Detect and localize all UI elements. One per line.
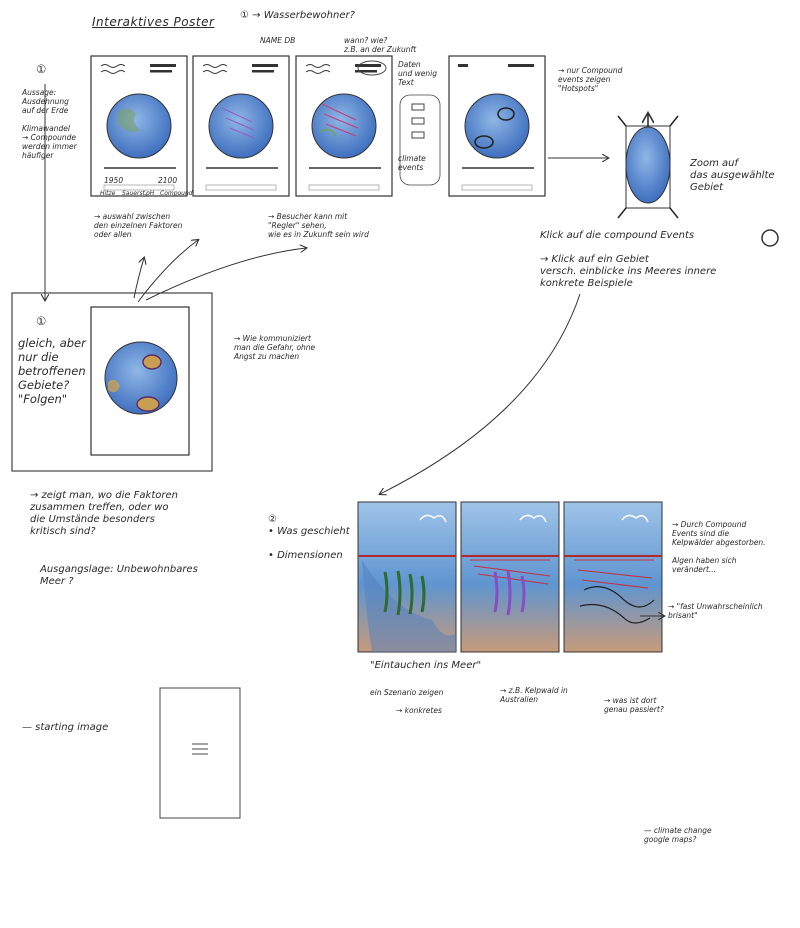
connector-arrows [45, 84, 664, 616]
compound-event-circle [761, 229, 779, 247]
poster-3 [295, 55, 393, 197]
regler-top-note: wann? wie? z.B. an der Zukunft [344, 36, 417, 54]
left-statement-note: Aussage: Ausdehnung auf der Erde Klimawa… [22, 88, 77, 160]
eintauchen-note: "Eintauchen ins Meer" [370, 660, 482, 671]
konkretes-note: → konkretes [396, 706, 442, 715]
poster-legend-3: pH [146, 190, 155, 197]
left-box-note: gleich, aber nur die betroffenen Gebiete… [18, 336, 86, 406]
poster-year-left: 1950 [104, 176, 124, 185]
starting-image-sketch [159, 687, 241, 819]
page-title: Interaktives Poster [92, 15, 215, 29]
auswahl-note: → auswahl zwischen den einzelnen Faktore… [94, 212, 183, 239]
zoom-poster [617, 114, 679, 219]
poster-year-right: 2100 [158, 176, 178, 185]
passiert-note: → was ist dort genau passiert? [604, 696, 664, 714]
klick-gebiet-note: → Klick auf ein Gebiet versch. einblicke… [540, 254, 717, 289]
was-geschieht-note: ② • Was geschieht • Dimensionen [268, 514, 350, 561]
poster-1 [90, 55, 188, 197]
regler-sketch [357, 60, 441, 186]
zeigt-note: → zeigt man, wo die Faktoren zusammen tr… [30, 490, 178, 537]
top-note: ① → Wasserbewohner? [240, 10, 355, 21]
hotspots-note: → nur Compound events zeigen "Hotspots" [558, 66, 623, 93]
compound-right-note: → Durch Compound Events sind die Kelpwäl… [672, 520, 766, 574]
regler-label: NAME DB [260, 36, 296, 45]
poster-legend-1: Hitze [100, 190, 116, 197]
zoom-note: Zoom auf das ausgewählte Gebiet [690, 158, 775, 193]
left-box [11, 292, 213, 472]
fast-note: → "fast Unwahrscheinlich brisant" [668, 602, 763, 620]
ocean-panel-3 [563, 501, 663, 653]
left-box-number: ① [36, 314, 47, 328]
regler-small-note: Daten und wenig Text [398, 60, 437, 87]
ausgangslage-note: Ausgangslage: Unbewohnbares Meer ? [40, 564, 198, 587]
ocean-panel-2 [460, 501, 560, 653]
poster-folgen [90, 306, 190, 456]
klick-note: Klick auf die compound Events [540, 230, 695, 241]
poster-legend-2: Sauerst. [122, 190, 147, 197]
kelpwald-note: → z.B. Kelpwald in Australien [500, 686, 568, 704]
regler-chunks-note: climate events [398, 154, 426, 172]
starting-image-note: — starting image [22, 722, 109, 733]
szenario-note: ein Szenario zeigen [370, 688, 444, 697]
kommuniziert-note: → Wie kommuniziert man die Gefahr, ohne … [234, 334, 316, 361]
ocean-panel-1 [357, 501, 457, 653]
left-note-number: ① [36, 62, 47, 76]
google-maps-note: — climate change google maps? [644, 826, 712, 844]
poster-2 [192, 55, 290, 197]
besucher-note: → Besucher kann mit "Regler" sehen, wie … [268, 212, 369, 239]
poster-legend-4: Compound [160, 190, 193, 197]
poster-4 [448, 55, 546, 197]
